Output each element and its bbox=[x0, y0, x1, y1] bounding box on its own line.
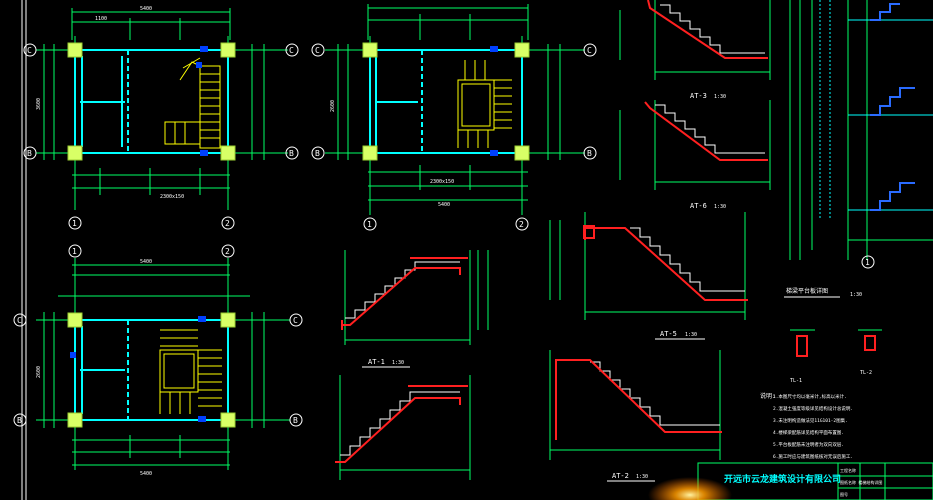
axis-label-1: 1 bbox=[72, 247, 77, 256]
dim-2600: 2600 bbox=[36, 366, 42, 378]
note-line: 5.平台板配筋未注明者为双向双层. bbox=[773, 441, 844, 448]
axis-label-2: 2 bbox=[225, 219, 230, 228]
axis-label-1: 1 bbox=[367, 220, 372, 229]
section-scale: 1:30 bbox=[685, 332, 697, 338]
axis-label-b: B bbox=[27, 149, 32, 158]
axis-label-2: 2 bbox=[225, 247, 230, 256]
stair-section-at6: AT-6 1:30 bbox=[619, 100, 771, 210]
axis-label-2: 2 bbox=[519, 220, 524, 229]
frame-lines bbox=[21, 0, 27, 500]
dim-5400: 5400 bbox=[140, 471, 152, 477]
title-row: 图号 bbox=[840, 491, 848, 497]
section-label-at2: AT-2 bbox=[612, 472, 629, 480]
beam-section-title: 梯梁平台板详图 bbox=[786, 287, 828, 295]
beam-label-tl2: TL-2 bbox=[860, 370, 872, 376]
axis-label-c: C bbox=[27, 46, 32, 55]
dim-value: 2300x150 bbox=[430, 179, 454, 185]
axis-label-1: 1 bbox=[865, 258, 870, 267]
axis-label-c: C bbox=[293, 316, 298, 325]
section-label-at6: AT-6 bbox=[690, 202, 707, 210]
section-scale: 1:30 bbox=[714, 204, 726, 210]
note-line: 6.施工时应与建筑图纸核对无误后施工. bbox=[773, 453, 853, 460]
notes-title: 说明: bbox=[760, 392, 776, 400]
axis-label-c: C bbox=[17, 316, 22, 325]
axis-label-c: C bbox=[315, 46, 320, 55]
dim-5400: 5400 bbox=[140, 259, 152, 265]
stair-elevation: 1 bbox=[789, 0, 933, 269]
note-line: 4.楼梯梁配筋详见结构平面布置图. bbox=[773, 429, 844, 436]
note-line: 2.混凝土强度等级详见结构设计总说明. bbox=[773, 405, 853, 412]
title-row: 图纸名称 楼梯结构详图 bbox=[840, 479, 882, 485]
dim-value: 2300x150 bbox=[160, 194, 184, 200]
axis-label-b: B bbox=[289, 149, 294, 158]
stair-section-at1: AT-1 1:30 bbox=[341, 250, 489, 368]
dim-3600: 3600 bbox=[36, 98, 42, 110]
section-scale: 1:30 bbox=[714, 94, 726, 100]
beam-label-tl1: TL-1 bbox=[790, 378, 802, 384]
beam-details: 梯梁平台板详图 1:30 TL-1 TL-2 bbox=[784, 287, 882, 384]
axis-label-b: B bbox=[315, 149, 320, 158]
title-row: 工程名称 bbox=[840, 467, 856, 473]
stair-plan-1: C C B B 1 2 5400 1100 2300x150 3600 bbox=[23, 6, 299, 230]
section-label-at3: AT-3 bbox=[690, 92, 707, 100]
lens-glare bbox=[648, 477, 732, 500]
dim-2600: 2600 bbox=[330, 100, 336, 112]
stair-plan-2: C C B B 1 2 5400 2300x150 2600 bbox=[311, 4, 597, 231]
section-label-at5: AT-5 bbox=[660, 330, 677, 338]
axis-label-1: 1 bbox=[72, 219, 77, 228]
stair-section-at2 bbox=[335, 375, 471, 480]
stair-section-at3: AT-3 1:30 bbox=[619, 0, 771, 100]
section-label-at1: AT-1 bbox=[368, 358, 385, 366]
section-scale: 1:30 bbox=[392, 360, 404, 366]
axis-label-b: B bbox=[587, 149, 592, 158]
section-scale: 1:30 bbox=[636, 474, 648, 480]
dim-5400: 5400 bbox=[140, 6, 152, 12]
note-line: 3.未注明构造做法见11G101-2图集. bbox=[773, 417, 848, 424]
note-line: 1.本图尺寸均以毫米计,标高以米计. bbox=[773, 393, 847, 400]
axis-label-b: B bbox=[293, 416, 298, 425]
stair-plan-3: 1 2 C C B B 5400 5400 2600 bbox=[13, 244, 303, 477]
stair-section-at5: AT-5 1:30 bbox=[549, 212, 748, 340]
beam-section-scale: 1:30 bbox=[850, 292, 862, 298]
dim-5400: 5400 bbox=[438, 202, 450, 208]
title-block: 开远市云龙建筑设计有限公司 工程名称 图纸名称 楼梯结构详图 图号 bbox=[648, 462, 933, 500]
general-notes: 说明: 1.本图尺寸均以毫米计,标高以米计. 2.混凝土强度等级详见结构设计总说… bbox=[760, 392, 853, 460]
dim-value: 1100 bbox=[95, 16, 107, 22]
axis-label-c: C bbox=[587, 46, 592, 55]
axis-label-c: C bbox=[289, 46, 294, 55]
axis-label-b: B bbox=[17, 416, 22, 425]
company-name: 开远市云龙建筑设计有限公司 bbox=[724, 473, 841, 485]
stair-section-at2-right: AT-2 1:30 bbox=[549, 350, 722, 482]
